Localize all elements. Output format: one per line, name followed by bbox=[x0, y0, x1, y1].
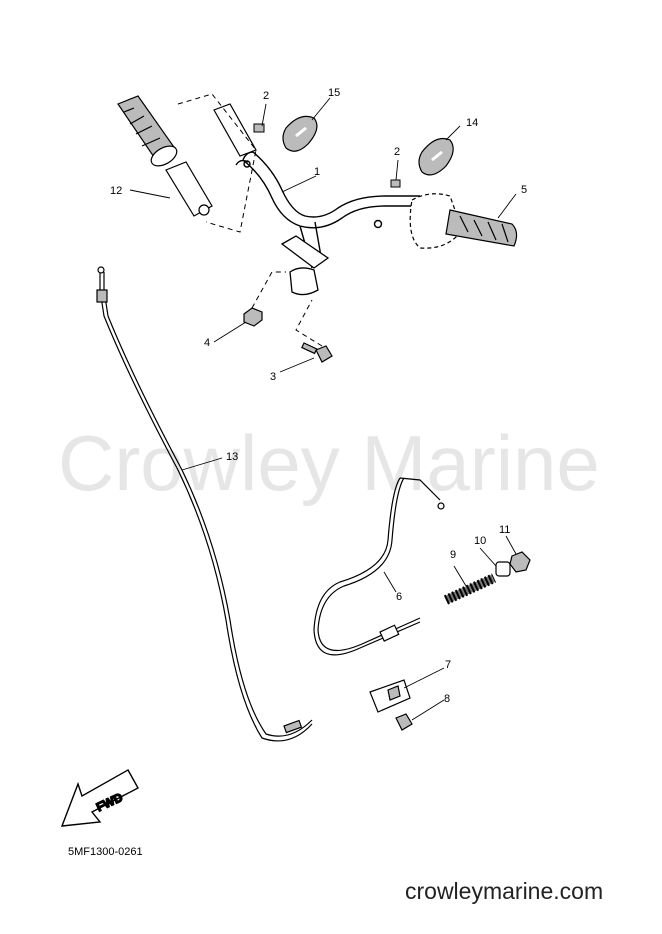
right-grip bbox=[409, 193, 518, 249]
diagram-code: 5MF1300-0261 bbox=[68, 846, 143, 858]
callout-12: 12 bbox=[110, 185, 122, 197]
callout-8: 8 bbox=[444, 693, 450, 705]
cover-plate-14 bbox=[418, 137, 454, 176]
bolt-8 bbox=[395, 713, 413, 731]
cable-6 bbox=[313, 477, 445, 656]
callout-4: 4 bbox=[204, 337, 210, 349]
callouts: 1 2 2 3 4 5 6 7 8 9 10 11 12 13 14 15 bbox=[110, 87, 527, 705]
callout-9: 9 bbox=[450, 549, 456, 561]
nut-2-left bbox=[253, 123, 265, 133]
callout-2-right: 2 bbox=[394, 146, 400, 158]
nut-4 bbox=[243, 307, 263, 327]
cover-plate-15 bbox=[282, 115, 318, 152]
callout-14: 14 bbox=[466, 117, 478, 129]
callout-6: 6 bbox=[396, 591, 402, 603]
fwd-arrow-icon: FWD bbox=[60, 769, 139, 827]
leader-lines bbox=[129, 97, 517, 721]
watermark-text: Crowley Marine bbox=[58, 419, 600, 507]
callout-15: 15 bbox=[328, 87, 340, 99]
callout-1: 1 bbox=[314, 166, 320, 178]
dashed-guides bbox=[251, 271, 323, 347]
part-10 bbox=[495, 561, 511, 577]
part-11 bbox=[509, 551, 531, 573]
callout-7: 7 bbox=[445, 659, 451, 671]
left-grip bbox=[117, 95, 257, 217]
callout-11: 11 bbox=[499, 524, 510, 536]
throttle-cable bbox=[96, 266, 313, 742]
callout-2-left: 2 bbox=[263, 90, 269, 102]
spring-9 bbox=[443, 573, 497, 605]
grip-dashed-outline bbox=[177, 93, 257, 233]
nut-2-right bbox=[390, 179, 401, 188]
callout-13: 13 bbox=[226, 451, 238, 463]
callout-5: 5 bbox=[521, 184, 527, 196]
callout-3: 3 bbox=[270, 371, 276, 383]
callout-10: 10 bbox=[474, 535, 486, 547]
handlebar bbox=[235, 151, 420, 269]
clamp-bracket bbox=[280, 235, 330, 296]
site-link[interactable]: crowleymarine.com bbox=[405, 878, 604, 904]
bolt-3 bbox=[301, 342, 333, 363]
bracket-7 bbox=[369, 679, 411, 713]
